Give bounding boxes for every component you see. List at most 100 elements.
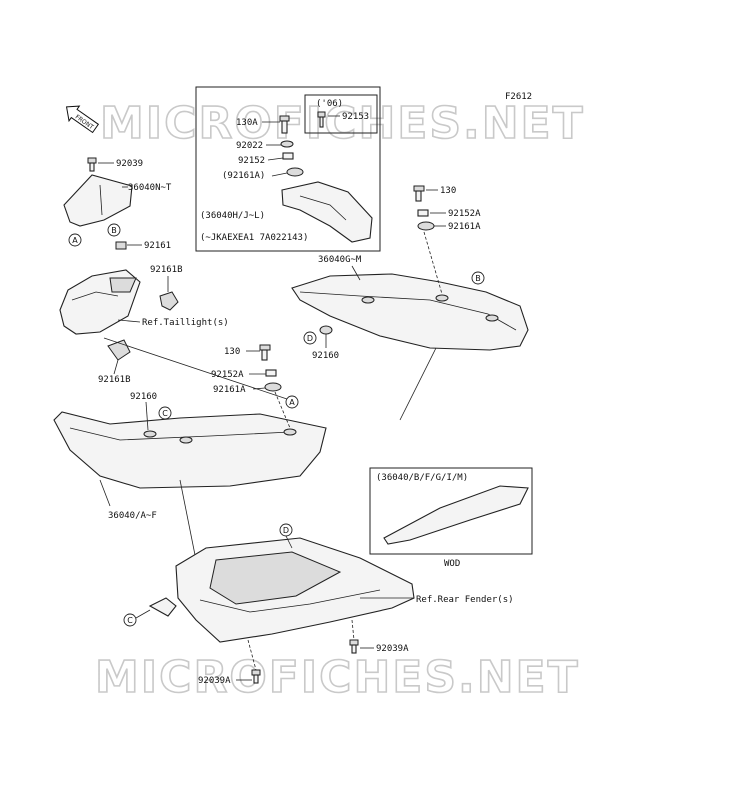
inset-box-wod xyxy=(369,467,533,555)
grommet-92161A-mid xyxy=(264,382,282,392)
rear-fender-well xyxy=(209,551,342,605)
svg-text:C: C xyxy=(162,409,168,418)
washer-92152-icon xyxy=(282,152,294,160)
grommet-92161-icon xyxy=(115,241,127,250)
leader xyxy=(252,387,266,390)
grommet-92161B-top xyxy=(159,291,179,311)
label-92161A-box: (92161A) xyxy=(222,171,265,181)
washer-92152A-right xyxy=(417,209,429,217)
label-130A: 130A xyxy=(236,118,258,128)
leader xyxy=(285,535,293,549)
inset-wod-label: (36040/B/F/G/I/M) xyxy=(376,473,468,483)
rear-fender-detail xyxy=(199,589,381,613)
figure-code: F2612 xyxy=(505,92,532,102)
leader xyxy=(267,157,284,161)
label-92161A-right: 92161A xyxy=(448,222,481,232)
front-arrow-icon: FRONT xyxy=(65,105,100,134)
label-92161A-mid: 92161A xyxy=(213,385,246,395)
callout-C-lower: C xyxy=(123,613,137,627)
label-92152A-mid: 92152A xyxy=(211,370,244,380)
grommet-92160-mid xyxy=(319,325,333,335)
collar-92022-icon xyxy=(280,140,294,148)
label-92161: 92161 xyxy=(144,241,171,251)
side-cover-wod xyxy=(383,485,529,545)
side-cover-right-36040GM xyxy=(291,273,529,351)
leader xyxy=(351,265,361,281)
cover-boss-right xyxy=(283,428,297,436)
label-ref-fender: Ref.Rear Fender(s) xyxy=(416,595,514,605)
callout-A-upper: A xyxy=(68,233,82,247)
svg-text:A: A xyxy=(72,236,78,245)
inset-wod-caption: WOD xyxy=(444,559,460,569)
label-92039A-right: 92039A xyxy=(376,644,409,654)
cover-boss-right-1 xyxy=(361,296,375,304)
label-36040GM: 36040G~M xyxy=(318,255,362,265)
bolt-92153-icon xyxy=(317,111,326,128)
label-92153: 92153 xyxy=(342,112,369,122)
svg-text:C: C xyxy=(127,616,133,625)
inset-year: ('06) xyxy=(316,99,343,109)
label-92022: 92022 xyxy=(236,141,263,151)
bolt-130-mid-icon xyxy=(259,344,271,361)
leader-long xyxy=(103,337,291,401)
svg-text:A: A xyxy=(289,398,295,407)
label-92039: 92039 xyxy=(116,159,143,169)
seat-cover-detail xyxy=(299,195,347,221)
cover-boss-right-2 xyxy=(435,294,449,302)
label-130-mid: 130 xyxy=(224,347,240,357)
label-92160-mid: 92160 xyxy=(312,351,339,361)
callout-C-left: C xyxy=(158,406,172,420)
svg-text:D: D xyxy=(307,334,313,343)
bolt-92039-icon xyxy=(87,157,97,172)
taillight-detail xyxy=(71,291,119,301)
washer-92152A-mid xyxy=(265,369,277,377)
grommet-92161A-right xyxy=(417,221,435,231)
svg-text:B: B xyxy=(111,226,117,235)
inset-box-06 xyxy=(304,94,378,134)
label-36040AF: 36040/A~F xyxy=(108,511,157,521)
assembly-line xyxy=(351,619,355,641)
inset-note-serial: (~JKAEXEA1 7A022143) xyxy=(200,233,308,243)
grommet-92160-left xyxy=(143,430,157,438)
leader xyxy=(271,172,288,177)
label-92152A-right: 92152A xyxy=(448,209,481,219)
leader xyxy=(113,359,119,375)
cover-edge xyxy=(99,184,103,216)
taillight-lens xyxy=(109,277,137,293)
assembly-line xyxy=(247,639,257,671)
watermark-top: MICROFICHES.NET xyxy=(100,98,585,149)
label-ref-taillight: Ref.Taillight(s) xyxy=(142,318,229,328)
leader xyxy=(135,609,151,619)
label-92161B-bottom: 92161B xyxy=(98,375,131,385)
callout-D-mid: D xyxy=(303,331,317,345)
assembly-line xyxy=(274,391,291,429)
watermark-bottom: MICROFICHES.NET xyxy=(95,652,580,703)
label-92161B-top: 92161B xyxy=(150,265,183,275)
bolt-130-right-icon xyxy=(413,185,425,202)
callout-D-lower: D xyxy=(279,523,293,537)
leader xyxy=(145,401,149,431)
label-130-right: 130 xyxy=(440,186,456,196)
label-92039A-bottom: 92039A xyxy=(198,676,231,686)
leader xyxy=(99,479,111,507)
svg-text:D: D xyxy=(283,526,289,535)
callout-B-upper: B xyxy=(107,223,121,237)
leader-long xyxy=(399,347,437,421)
inset-note-part: (36040H/J~L) xyxy=(200,211,265,221)
bolt-130A-icon xyxy=(279,115,290,134)
assembly-line xyxy=(423,231,443,295)
side-cover-left-36040AF xyxy=(53,411,327,489)
cover-boss-right-3 xyxy=(485,314,499,322)
leader xyxy=(117,319,141,323)
taillight-cover-36040NT xyxy=(63,174,133,227)
label-92152: 92152 xyxy=(238,156,265,166)
svg-text:B: B xyxy=(475,274,481,283)
cover-boss-left xyxy=(179,436,193,444)
callout-A-lower: A xyxy=(285,395,299,409)
label-92160-left: 92160 xyxy=(130,392,157,402)
callout-B-right: B xyxy=(471,271,485,285)
label-36040NT: 36040N~T xyxy=(128,183,172,193)
grommet-92161A-icon xyxy=(286,167,304,177)
